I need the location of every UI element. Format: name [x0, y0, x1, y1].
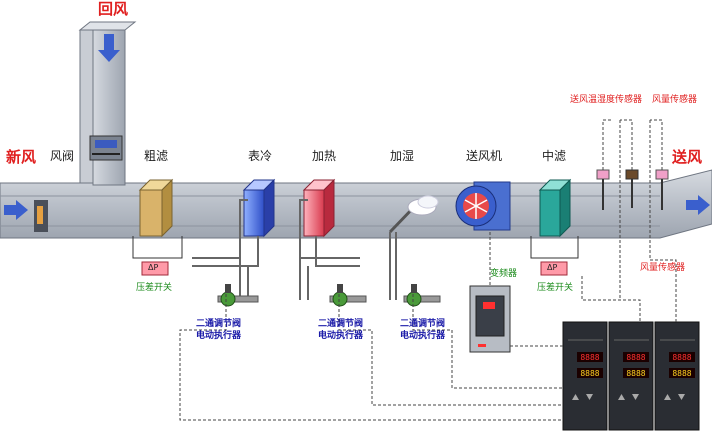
controller-1-display-top: 8888 — [580, 353, 599, 362]
fresh-air-label: 新风 — [6, 148, 37, 166]
dp-gauge-2-text: ΔP — [547, 263, 558, 272]
humidifier-pipes — [389, 232, 397, 300]
temp-humidity-sensor-label: 送风温湿度传感器 — [570, 95, 643, 105]
fresh-damper — [34, 200, 48, 232]
vfd-label: 变频器 — [490, 269, 518, 279]
supply-air-arrow-icon — [686, 195, 710, 215]
dp-gauge-2 — [530, 236, 579, 276]
controller-2-display-top: 8888 — [626, 353, 645, 362]
heater-label: 加热 — [312, 149, 337, 163]
valve-3-label-line1: 二通调节阀 — [400, 319, 446, 329]
controller-3-display-top: 8888 — [672, 353, 691, 362]
coarse-filter-label: 粗滤 — [144, 149, 169, 163]
valve-3-label-line2: 电动执行器 — [400, 331, 446, 342]
controller-2 — [608, 321, 654, 431]
valve-1-label: 二通调节阀 电动执行器 — [196, 318, 241, 342]
valve-3-icon — [403, 284, 441, 307]
dp-gauge-1 — [132, 236, 183, 276]
airflow-sensor-right-label: 风量传感器 — [640, 263, 686, 273]
humidifier-label: 加湿 — [390, 149, 415, 163]
airflow-sensor-top-label: 风量传感器 — [652, 95, 698, 105]
dp-gauge-1-text: ΔP — [148, 263, 159, 272]
valve-3-label: 二通调节阀 电动执行器 — [400, 318, 445, 342]
cooler-pipes — [192, 199, 259, 300]
control-wiring — [179, 120, 677, 421]
valve-1-label-line2: 电动执行器 — [196, 331, 242, 342]
controller-1 — [562, 321, 608, 431]
medium-filter — [538, 178, 572, 238]
valve-2-label-line2: 电动执行器 — [318, 331, 364, 342]
surface-cooler-label: 表冷 — [248, 149, 273, 163]
controller-2-display-bottom: 8888 — [626, 369, 645, 378]
surface-cooler — [242, 178, 276, 238]
controller-3 — [654, 321, 700, 431]
return-air-label: 回风 — [98, 0, 129, 18]
fresh-air-arrow-icon — [4, 200, 28, 220]
humidifier — [388, 195, 439, 234]
controller-3-display-bottom: 8888 — [672, 369, 691, 378]
pressure-switch-2-label: 压差开关 — [537, 283, 574, 293]
valve-2-label: 二通调节阀 电动执行器 — [318, 318, 363, 342]
sensor-wiring — [602, 119, 663, 170]
pressure-switch-1-label: 压差开关 — [136, 283, 173, 293]
coarse-filter — [138, 178, 174, 238]
valve-2-label-line1: 二通调节阀 — [318, 319, 364, 329]
heater-pipes — [299, 199, 360, 300]
medium-filter-label: 中滤 — [542, 149, 567, 163]
valve-2-icon — [329, 284, 367, 307]
return-damper — [89, 135, 123, 161]
return-air-arrow-icon — [98, 34, 120, 62]
heater — [302, 178, 336, 238]
supply-fan — [455, 181, 511, 231]
vfd-box — [469, 285, 511, 353]
supply-fan-label: 送风机 — [466, 149, 503, 163]
valve-1-label-line1: 二通调节阀 — [196, 319, 242, 329]
supply-air-label: 送风 — [672, 148, 703, 166]
damper-label: 风阀 — [50, 149, 75, 163]
valve-1-icon — [217, 284, 259, 307]
controller-1-display-bottom: 8888 — [580, 369, 599, 378]
